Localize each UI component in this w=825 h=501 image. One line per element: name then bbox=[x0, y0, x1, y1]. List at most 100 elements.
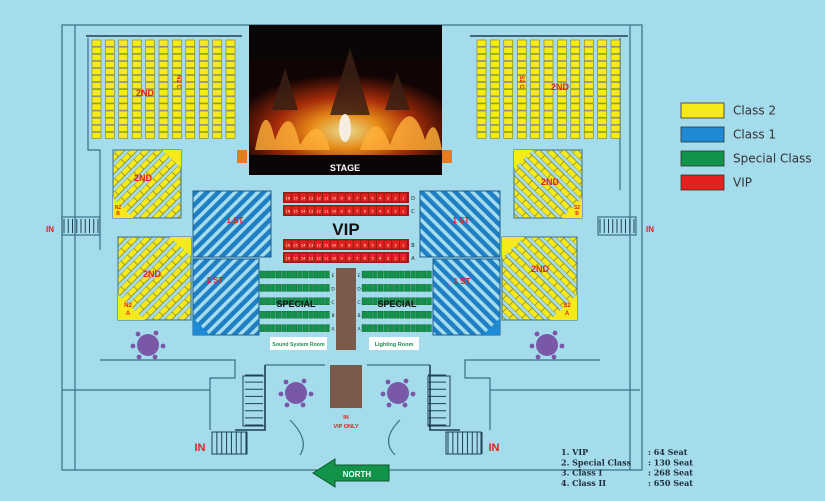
seat[interactable] bbox=[185, 53, 196, 61]
special-seat[interactable] bbox=[259, 284, 265, 292]
seat[interactable] bbox=[570, 61, 581, 68]
seat[interactable] bbox=[503, 75, 514, 82]
special-seat[interactable] bbox=[405, 270, 411, 279]
seat[interactable] bbox=[225, 124, 236, 132]
seat[interactable] bbox=[158, 89, 169, 97]
special-seat[interactable] bbox=[367, 297, 373, 305]
seat[interactable] bbox=[570, 103, 581, 111]
seat[interactable] bbox=[597, 132, 607, 139]
special-seat[interactable] bbox=[270, 311, 276, 319]
special-seat[interactable] bbox=[394, 311, 400, 319]
special-seat[interactable] bbox=[399, 297, 405, 305]
special-seat[interactable] bbox=[276, 311, 282, 319]
special-seat[interactable] bbox=[313, 324, 319, 332]
seat[interactable] bbox=[610, 132, 621, 139]
special-seat[interactable] bbox=[361, 324, 367, 332]
seat[interactable] bbox=[610, 117, 621, 125]
section-s2b[interactable] bbox=[513, 149, 583, 219]
special-seat[interactable] bbox=[415, 297, 421, 305]
seat[interactable] bbox=[185, 39, 196, 47]
seat[interactable] bbox=[543, 132, 554, 139]
seat[interactable] bbox=[516, 110, 527, 118]
seat[interactable] bbox=[212, 103, 222, 111]
seat[interactable] bbox=[530, 61, 540, 68]
seat[interactable] bbox=[145, 132, 155, 139]
seat[interactable] bbox=[198, 75, 209, 82]
special-seat[interactable] bbox=[415, 284, 421, 292]
seat[interactable] bbox=[570, 68, 581, 75]
seat[interactable] bbox=[105, 132, 115, 139]
seat[interactable] bbox=[145, 61, 155, 68]
seat[interactable] bbox=[570, 53, 581, 61]
seat[interactable] bbox=[118, 89, 129, 97]
special-seat[interactable] bbox=[361, 270, 367, 279]
special-seat[interactable] bbox=[265, 297, 271, 305]
special-seat[interactable] bbox=[405, 284, 411, 292]
vip-seat[interactable] bbox=[338, 193, 345, 202]
seat[interactable] bbox=[145, 89, 155, 97]
special-seat[interactable] bbox=[292, 311, 298, 319]
seat[interactable] bbox=[583, 39, 594, 47]
special-seat[interactable] bbox=[361, 284, 367, 292]
seat[interactable] bbox=[91, 96, 102, 104]
special-seat[interactable] bbox=[308, 297, 314, 305]
seat[interactable] bbox=[172, 53, 182, 61]
seat[interactable] bbox=[503, 89, 514, 97]
special-seat[interactable] bbox=[410, 270, 416, 279]
special-seat[interactable] bbox=[405, 297, 411, 305]
seat[interactable] bbox=[198, 61, 209, 68]
seat[interactable] bbox=[503, 96, 514, 104]
seat[interactable] bbox=[131, 117, 142, 125]
special-seat[interactable] bbox=[378, 324, 384, 332]
special-seat[interactable] bbox=[313, 284, 319, 292]
seat[interactable] bbox=[198, 96, 209, 104]
seat[interactable] bbox=[476, 103, 487, 111]
vip-seat[interactable] bbox=[361, 206, 369, 215]
seat[interactable] bbox=[583, 89, 594, 97]
seat[interactable] bbox=[503, 124, 514, 132]
vip-seat[interactable] bbox=[384, 240, 392, 249]
seat[interactable] bbox=[490, 75, 500, 82]
seat[interactable] bbox=[158, 103, 169, 111]
seat[interactable] bbox=[543, 53, 554, 61]
vip-seat[interactable] bbox=[338, 240, 345, 249]
seat[interactable] bbox=[476, 53, 487, 61]
special-seat[interactable] bbox=[319, 270, 325, 279]
seat[interactable] bbox=[476, 75, 487, 82]
special-seat[interactable] bbox=[388, 297, 394, 305]
seat[interactable] bbox=[198, 124, 209, 132]
seat[interactable] bbox=[503, 46, 514, 54]
seat[interactable] bbox=[557, 75, 567, 82]
special-seat[interactable] bbox=[378, 284, 384, 292]
seat[interactable] bbox=[557, 132, 567, 139]
section-1st-left-lower[interactable] bbox=[192, 258, 260, 336]
seat[interactable] bbox=[185, 68, 196, 75]
vip-seat[interactable] bbox=[323, 193, 330, 202]
seat[interactable] bbox=[476, 68, 487, 75]
special-seat[interactable] bbox=[410, 297, 416, 305]
seat[interactable] bbox=[516, 46, 527, 54]
special-seat[interactable] bbox=[297, 311, 303, 319]
seat[interactable] bbox=[597, 89, 607, 97]
special-seat[interactable] bbox=[421, 311, 427, 319]
seat[interactable] bbox=[225, 68, 236, 75]
special-seat[interactable] bbox=[372, 311, 378, 319]
seat[interactable] bbox=[118, 103, 129, 111]
seat[interactable] bbox=[91, 82, 102, 90]
special-seat[interactable] bbox=[281, 284, 287, 292]
seat[interactable] bbox=[490, 89, 500, 97]
seat[interactable] bbox=[610, 110, 621, 118]
special-seat[interactable] bbox=[292, 324, 298, 332]
seat[interactable] bbox=[105, 53, 115, 61]
seat[interactable] bbox=[118, 75, 129, 82]
special-seat[interactable] bbox=[399, 284, 405, 292]
seat[interactable] bbox=[198, 68, 209, 75]
seat[interactable] bbox=[530, 68, 540, 75]
seat[interactable] bbox=[131, 68, 142, 75]
seat[interactable] bbox=[570, 117, 581, 125]
seat[interactable] bbox=[212, 89, 222, 97]
seat[interactable] bbox=[225, 89, 236, 97]
seat[interactable] bbox=[91, 68, 102, 75]
seat[interactable] bbox=[583, 75, 594, 82]
